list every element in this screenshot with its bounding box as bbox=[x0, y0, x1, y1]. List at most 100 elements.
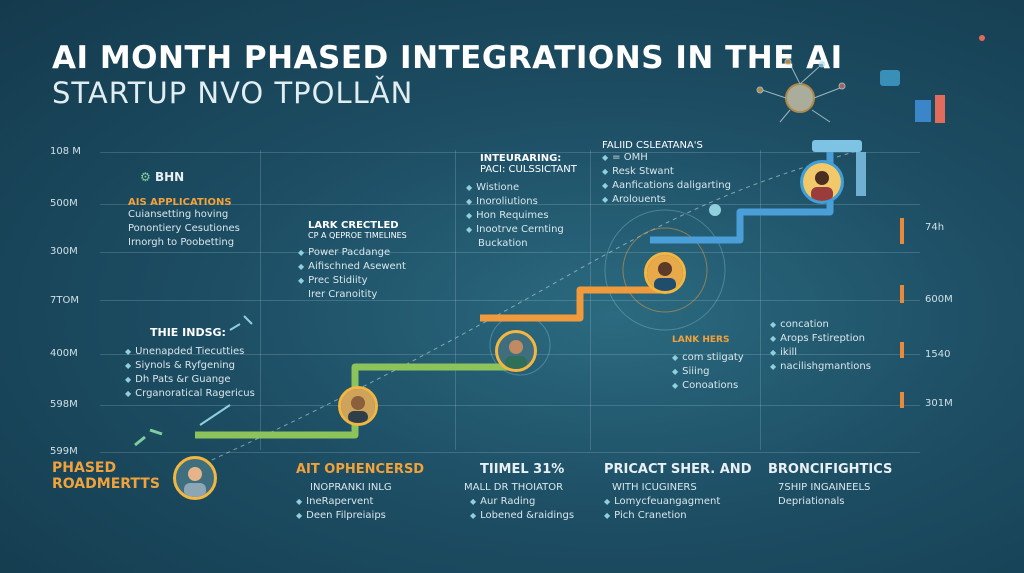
concation-block: ◆concation ◆Arops Fstireption ◆ikill ◆na… bbox=[770, 318, 871, 374]
avatar bbox=[800, 160, 844, 204]
list-item: ◆ikill bbox=[770, 347, 798, 358]
orange-path bbox=[480, 286, 660, 322]
grid-line bbox=[100, 452, 920, 453]
list-item: ◆Aur Rading bbox=[470, 496, 536, 507]
list-item: ◆IneRapervent bbox=[296, 496, 374, 507]
list-item: 7SHIP INGAINEELS bbox=[778, 482, 871, 493]
hub-icon bbox=[756, 58, 846, 123]
list-item: ◆Arops Fstireption bbox=[770, 333, 865, 344]
list-item: ◆Dh Pats &r Guange bbox=[125, 374, 231, 385]
page-subtitle: STARTUP NVO TPOLLǍN bbox=[52, 76, 414, 110]
list-item: Irer Cranoitity bbox=[308, 289, 378, 300]
block-header: BRONCIFIGHTICS bbox=[768, 462, 893, 477]
avatar bbox=[173, 456, 217, 500]
ai-apps-block: AIS APPLICATIONS Cuiansetting hoving Pon… bbox=[128, 197, 240, 250]
grid-line bbox=[760, 150, 761, 450]
grid-line bbox=[100, 252, 920, 253]
block-header: FALIID CSLEATANA'S bbox=[602, 140, 703, 151]
y-axis-label: 300M bbox=[50, 246, 78, 257]
y-axis-label: 599M bbox=[50, 446, 78, 457]
grid-line bbox=[455, 150, 456, 450]
list-item: ◆Inoroliutions bbox=[466, 196, 538, 207]
block-header: AIT OPHENCERSD bbox=[296, 462, 425, 477]
list-item: ◆Aifischned Asewent bbox=[298, 261, 406, 272]
thie-block: THIE INDSG: ◆Unenapded Tiecutties ◆Siyno… bbox=[125, 326, 255, 401]
right-marker bbox=[900, 218, 904, 244]
y-axis-label: 400M bbox=[50, 348, 78, 359]
list-item: ◆Aanfications daligarting bbox=[602, 180, 731, 191]
list-item: ◆= OMH bbox=[602, 152, 648, 163]
list-item: ◆Siynols & Ryfgening bbox=[125, 360, 235, 371]
avatar bbox=[644, 252, 686, 294]
grid-line bbox=[260, 150, 261, 450]
robot-icon bbox=[856, 152, 866, 196]
list-item: Cuiansetting hoving bbox=[128, 209, 229, 220]
robot-icon: ⚙ bbox=[140, 170, 155, 184]
list-item: ◆Crganoratical Ragericus bbox=[125, 388, 255, 399]
block-header: PRICACT SHER. AND bbox=[604, 462, 752, 477]
pin-icon bbox=[979, 35, 985, 41]
chart-icon bbox=[880, 70, 900, 86]
list-item: Ponontiery Cesutiones bbox=[128, 223, 240, 234]
list-item: ◆Conoations bbox=[672, 380, 739, 391]
runner-icon bbox=[709, 204, 721, 216]
list-item: ◆nacilishgmantions bbox=[770, 361, 871, 372]
list-item: ◆Inootrve Cernting bbox=[466, 224, 564, 235]
y-axis-label: 108 M bbox=[50, 146, 81, 157]
list-item: ◆Prec Stidiity bbox=[298, 275, 368, 286]
trajectory-line bbox=[189, 149, 861, 471]
list-item: ◆Unenapded Tiecutties bbox=[125, 346, 245, 357]
list-item: ◆Hon Requimes bbox=[466, 210, 549, 221]
phased-roadmap-label: PHASED ROADMERTTS bbox=[52, 460, 160, 492]
decor-icon bbox=[134, 428, 163, 447]
chart-icon bbox=[935, 95, 945, 123]
block-subheader: PACI: CULSSICTANT bbox=[480, 164, 577, 175]
pricact-block: PRICACT SHER. AND WITH ICUGINERS ◆Lomycf… bbox=[604, 462, 751, 523]
block-header: TIIMEL 31% bbox=[480, 462, 565, 477]
orbit-ring bbox=[604, 209, 726, 331]
right-axis-label: 301M bbox=[925, 398, 953, 409]
list-item: ◆com stiigaty bbox=[672, 352, 744, 363]
grid-line bbox=[100, 405, 920, 406]
avatar bbox=[338, 386, 378, 426]
aitoph-block: AIT OPHENCERSD INOPRANKI INLG ◆IneRaperv… bbox=[296, 462, 424, 523]
list-item: ◆Wistione bbox=[466, 182, 520, 193]
block-subheader: MALL DR THOIATOR bbox=[464, 482, 564, 493]
right-axis-label: 1540 bbox=[925, 349, 951, 360]
list-item: ◆Siiing bbox=[672, 366, 710, 377]
avatar bbox=[495, 330, 537, 372]
block-header: LARK CRECTLED bbox=[308, 220, 399, 231]
list-item: ◆Power Pacdange bbox=[298, 247, 391, 258]
grid-line bbox=[100, 152, 920, 153]
lark-block: LARK CRECTLED CP A QEPROE TIMELINES ◆Pow… bbox=[298, 220, 407, 302]
list-item: ◆Lomycfeuangagment bbox=[604, 496, 721, 507]
grid-line bbox=[100, 204, 920, 205]
falid-block: FALIID CSLEATANA'S ◆= OMH ◆Resk Stwant ◆… bbox=[602, 140, 731, 207]
list-item: ◆Pich Cranetion bbox=[604, 510, 687, 521]
grid-line bbox=[100, 300, 920, 301]
decor-icon bbox=[199, 404, 231, 426]
right-axis-label: 600M bbox=[925, 294, 953, 305]
grid-line bbox=[590, 150, 591, 450]
y-axis-label: 500M bbox=[50, 198, 78, 209]
right-marker bbox=[900, 285, 904, 303]
list-item: Irnorgh to Poobetting bbox=[128, 237, 235, 248]
list-item: INOPRANKI INLG bbox=[310, 482, 392, 493]
orbit-ring bbox=[622, 227, 708, 313]
list-item: Depriationals bbox=[778, 496, 845, 507]
list-item: ◆Lobened &raidings bbox=[470, 510, 575, 521]
block-header: THIE INDSG: bbox=[150, 326, 226, 339]
right-axis-label: 74h bbox=[925, 222, 945, 233]
right-marker bbox=[900, 392, 904, 408]
y-axis-label: 7TOM bbox=[50, 295, 79, 306]
block-header: INTEURARING: bbox=[480, 153, 562, 164]
lank-hers-block: LANK HERS ◆com stiigaty ◆Siiing ◆Conoati… bbox=[672, 335, 744, 393]
robot-icon bbox=[812, 140, 862, 152]
timel-block: TIIMEL 31% MALL DR THOIATOR ◆Aur Rading … bbox=[464, 462, 575, 523]
bron-block: BRONCIFIGHTICS 7SHIP INGAINEELS Depriati… bbox=[768, 462, 892, 509]
integrating-block: INTEURARING: PACI: CULSSICTANT ◆Wistione… bbox=[466, 153, 577, 251]
block-header: LANK HERS bbox=[672, 335, 730, 345]
block-subheader: WITH ICUGINERS bbox=[612, 482, 697, 493]
decor-icon bbox=[229, 315, 253, 331]
